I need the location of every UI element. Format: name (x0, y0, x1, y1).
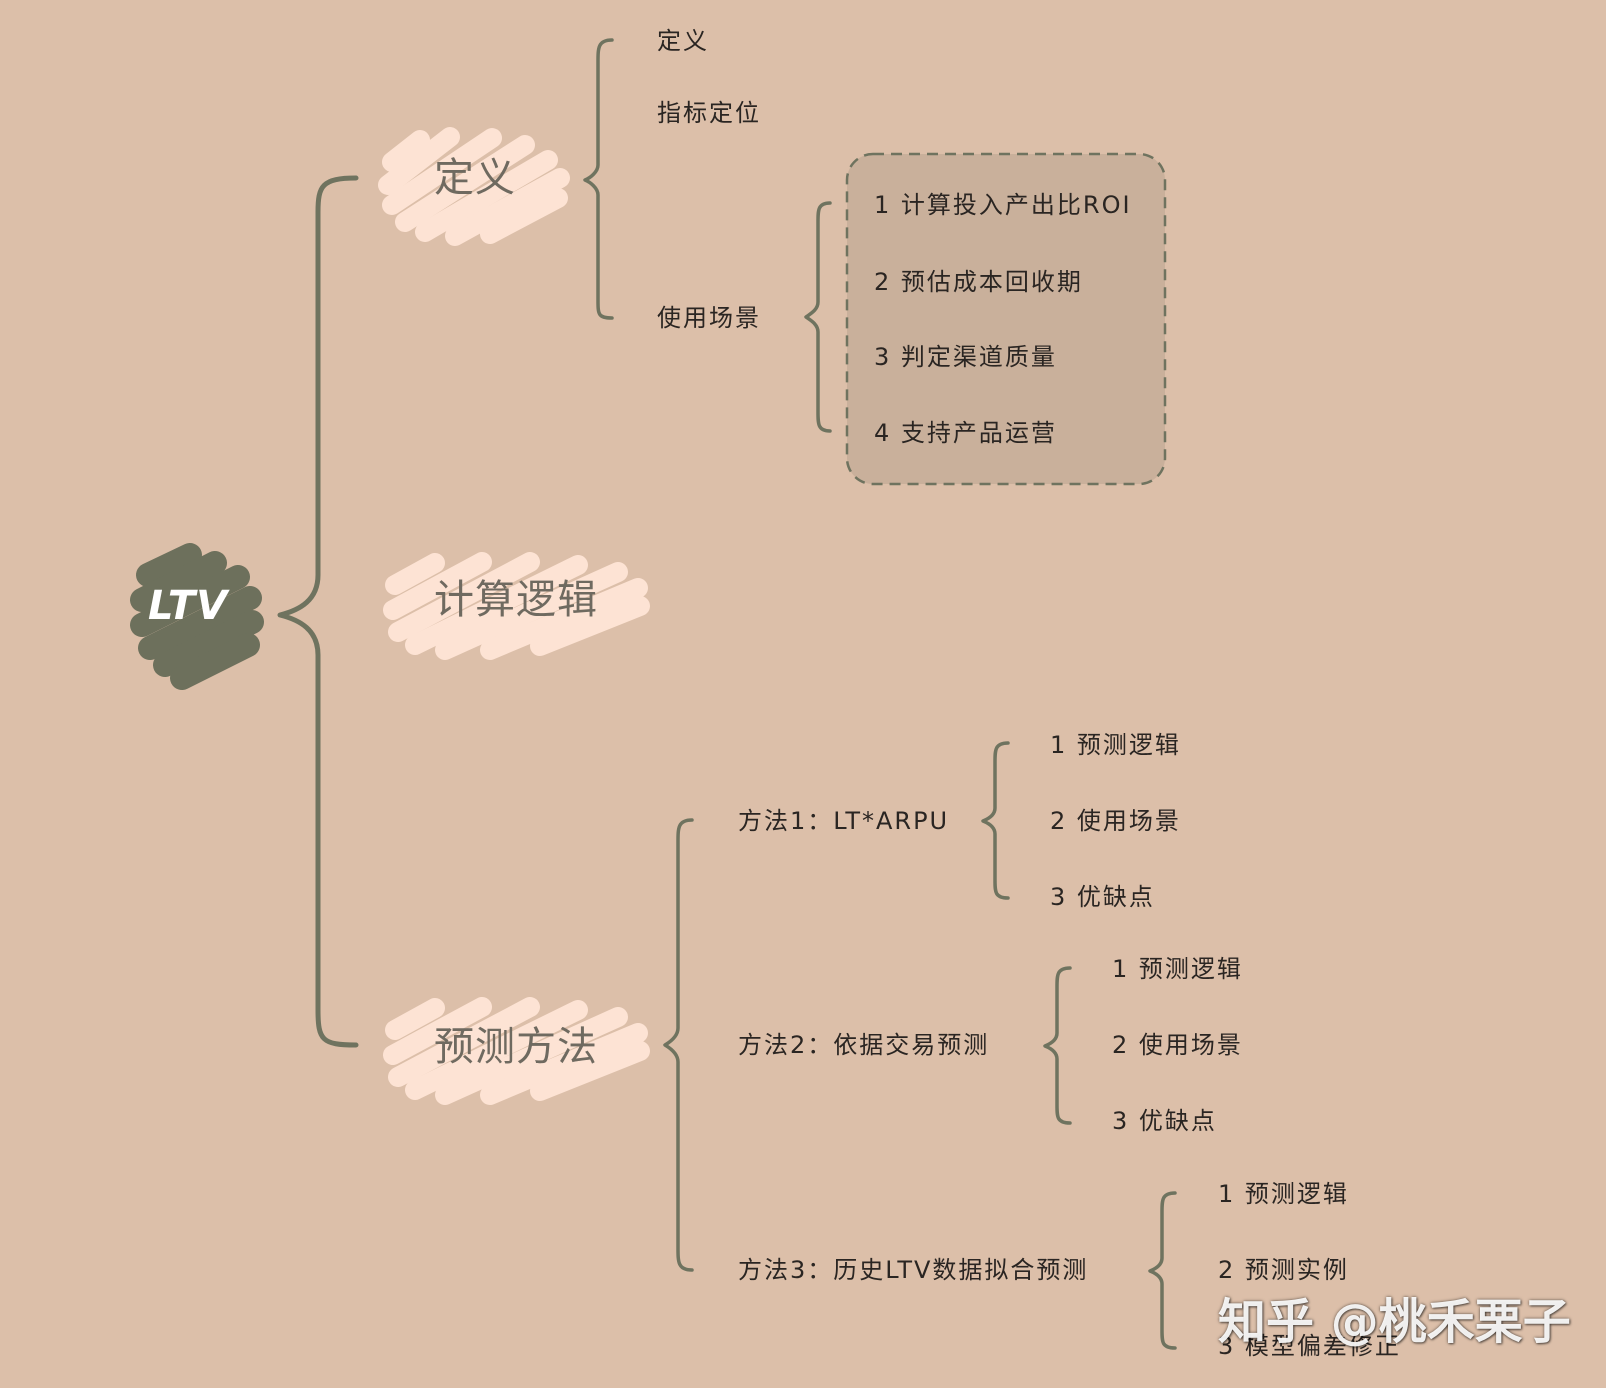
bracket-method-1 (981, 741, 1010, 900)
bracket-usage (804, 201, 832, 433)
branch-calculation-logic[interactable]: 计算逻辑 (434, 577, 598, 623)
root-node-scribble (130, 543, 264, 690)
branch-definition[interactable]: 定义 (434, 155, 516, 201)
bracket-root (277, 175, 359, 1048)
node-definition[interactable]: 定义 (657, 27, 709, 55)
usage-item[interactable]: 4 支持产品运营 (874, 419, 1057, 447)
method-1-node[interactable]: 方法1：LT*ARPU (738, 807, 950, 835)
method-1-child[interactable]: 2 使用场景 (1050, 807, 1181, 835)
branch-prediction-methods[interactable]: 预测方法 (434, 1024, 598, 1070)
method-2-child[interactable]: 2 使用场景 (1112, 1031, 1243, 1059)
usage-item[interactable]: 3 判定渠道质量 (874, 343, 1057, 371)
usage-item[interactable]: 2 预估成本回收期 (874, 268, 1083, 296)
method-1-child[interactable]: 1 预测逻辑 (1050, 731, 1181, 759)
method-3-node[interactable]: 方法3：历史LTV数据拟合预测 (738, 1256, 1089, 1284)
method-3-child[interactable]: 1 预测逻辑 (1218, 1180, 1349, 1208)
bracket-definition (583, 38, 614, 320)
watermark: 知乎 @桃禾栗子 (1218, 1294, 1571, 1350)
root-node-label[interactable]: LTV (148, 583, 229, 629)
method-1-child[interactable]: 3 优缺点 (1050, 883, 1155, 911)
node-indicator-positioning[interactable]: 指标定位 (657, 99, 761, 127)
highlight-definition (378, 127, 570, 246)
bracket-method-2 (1043, 966, 1072, 1125)
bracket-method-3 (1148, 1191, 1177, 1350)
usage-item[interactable]: 1 计算投入产出比ROI (874, 191, 1132, 219)
method-2-child[interactable]: 1 预测逻辑 (1112, 955, 1243, 983)
bracket-methods (663, 818, 694, 1272)
method-3-child[interactable]: 3 模型偏差修正 (1218, 1332, 1401, 1360)
method-2-child[interactable]: 3 优缺点 (1112, 1107, 1217, 1135)
method-3-child[interactable]: 2 预测实例 (1218, 1256, 1349, 1284)
highlight-logic (383, 552, 650, 660)
method-2-node[interactable]: 方法2：依据交易预测 (738, 1031, 990, 1059)
highlight-methods (383, 997, 650, 1105)
usage-scenarios-box (845, 152, 1167, 486)
node-usage-scenarios[interactable]: 使用场景 (657, 304, 761, 332)
